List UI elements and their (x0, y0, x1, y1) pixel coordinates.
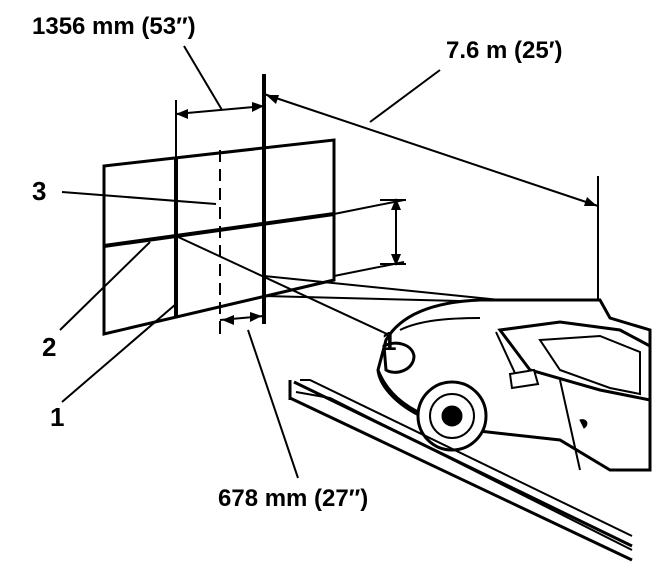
floor-line-2 (263, 275, 501, 301)
horizontal-extension (333, 199, 405, 215)
callout-1-car: 1 (382, 326, 396, 356)
callout-2: 2 (42, 332, 56, 362)
floor-track (288, 379, 633, 562)
horizontal-reference-line (103, 212, 335, 248)
dim-76-arrow-left (266, 95, 279, 104)
callout-1-leader (61, 303, 177, 403)
dimension-label-678: 678 mm (27″) (218, 485, 368, 512)
dim-76-arrow-right (584, 197, 597, 206)
callout-3-leader (61, 191, 217, 205)
dim-76-leader (369, 69, 441, 123)
vehicle-illustration (376, 298, 652, 472)
dim-1356-arrow-right (252, 102, 264, 112)
callout-2-leader (59, 241, 151, 331)
dim-1356-arrow-left (176, 109, 188, 119)
floor-line-1 (175, 235, 401, 341)
height-arrow-bottom (391, 254, 401, 266)
dim-678-arrow-right (250, 312, 262, 322)
dim-1356-leader (183, 45, 223, 111)
height-arrow-top (391, 198, 401, 210)
dimension-label-76: 7.6 m (25′) (446, 37, 562, 64)
callout-3: 3 (32, 176, 46, 206)
callout-1-left: 1 (50, 402, 64, 432)
dim-678-arrow-left (222, 315, 234, 325)
dim-76-line (263, 93, 599, 207)
dimension-label-1356: 1356 mm (53″) (32, 13, 196, 40)
dim-678-leader (247, 329, 299, 479)
dim-1356-line (175, 105, 265, 115)
